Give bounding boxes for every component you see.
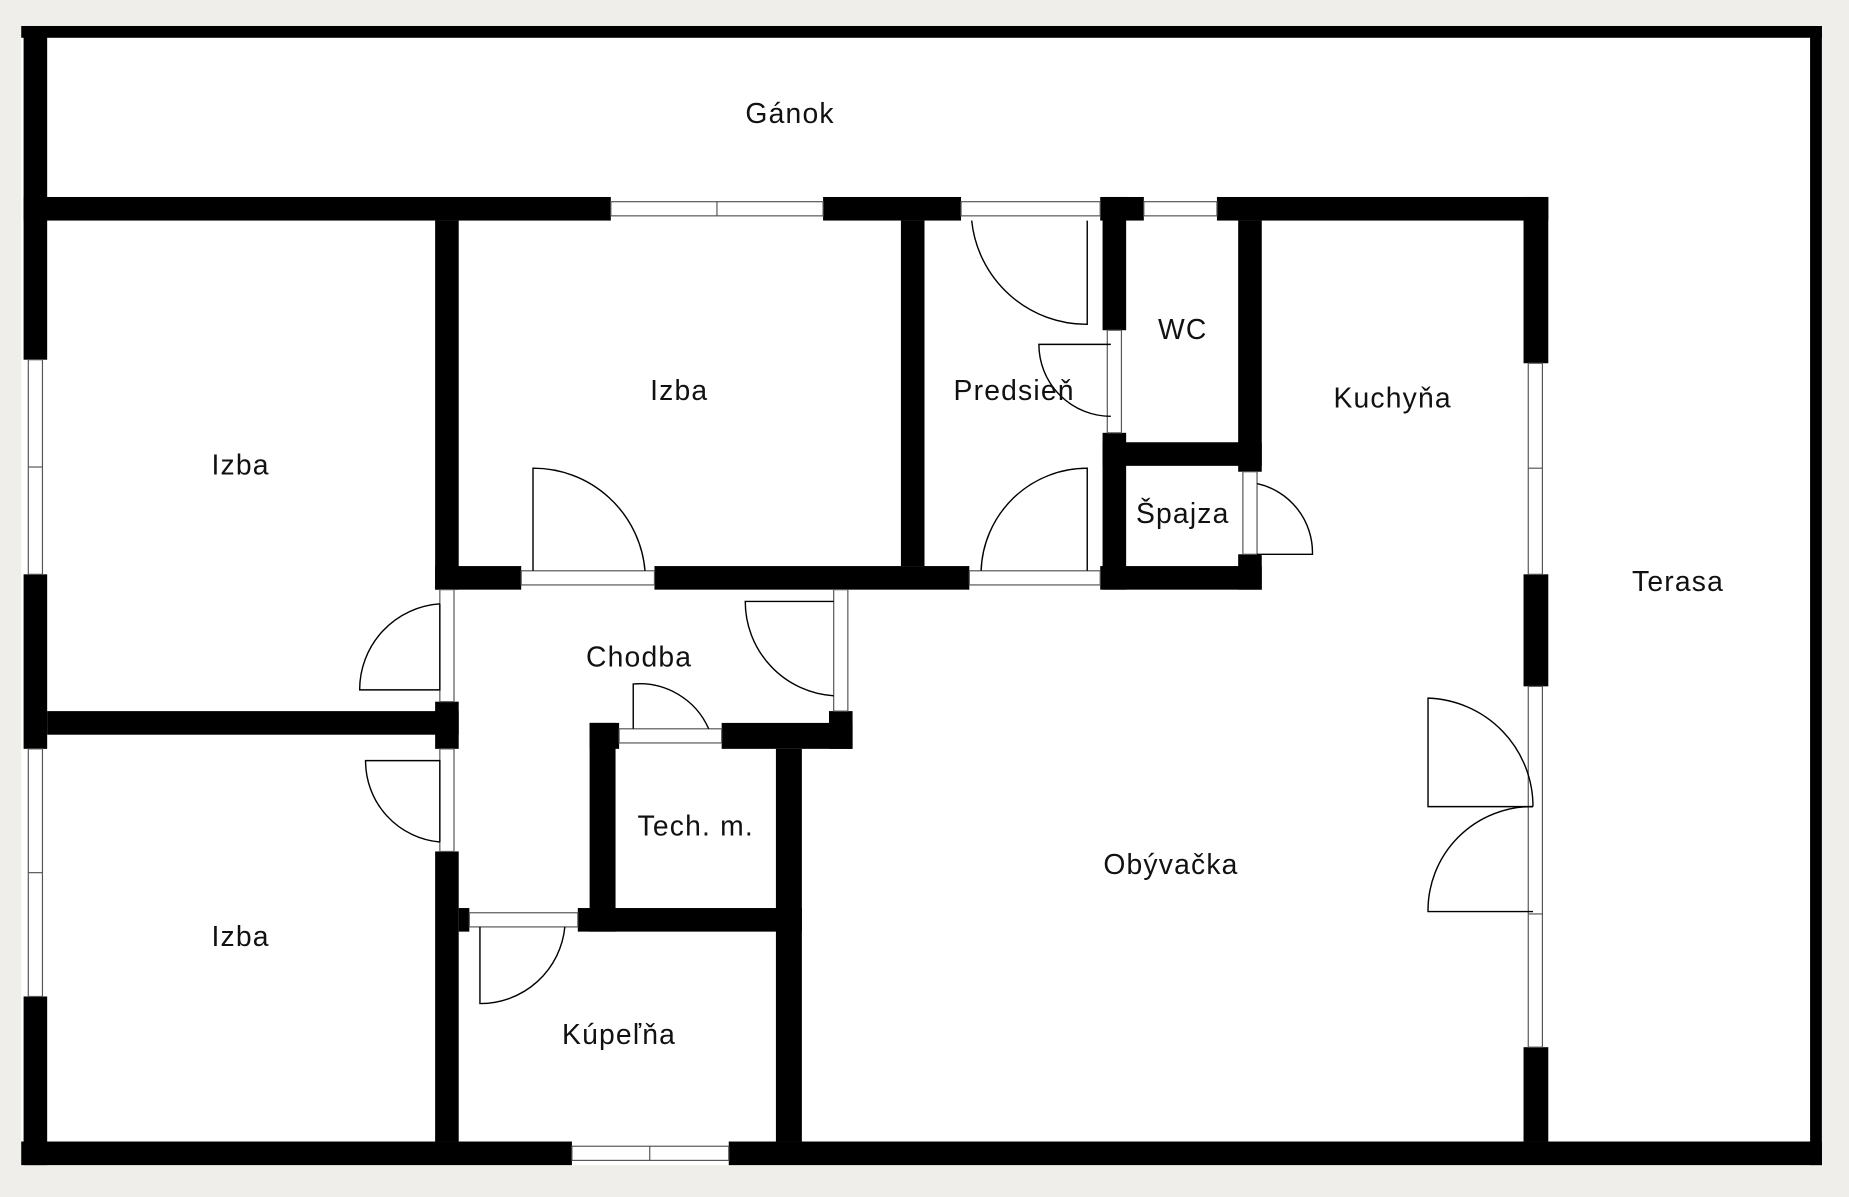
label-obyvacka: Obývačka [1103, 848, 1238, 880]
label-terasa: Terasa [1632, 565, 1724, 597]
label-kuchyna: Kuchyňa [1333, 381, 1451, 413]
label-kupelna: Kúpeľňa [562, 1018, 676, 1050]
floor-area [21, 25, 1822, 1166]
walls [21, 25, 1822, 1166]
label-spajza: Špajza [1136, 497, 1230, 529]
label-izba-left-bottom: Izba [211, 920, 269, 952]
label-wc: WC [1158, 313, 1208, 345]
label-ganok: Gánok [745, 97, 834, 129]
label-izba-left-top: Izba [211, 448, 269, 480]
label-chodba: Chodba [586, 641, 692, 673]
doors [358, 220, 1534, 1005]
label-predsien: Predsieň [954, 374, 1075, 406]
label-izba-middle: Izba [650, 374, 708, 406]
windows [27, 201, 1543, 1161]
room-labels: Gánok Izba Izba Predsieň WC Kuchyňa Špaj… [211, 97, 1724, 1050]
label-tech: Tech. m. [638, 809, 754, 841]
